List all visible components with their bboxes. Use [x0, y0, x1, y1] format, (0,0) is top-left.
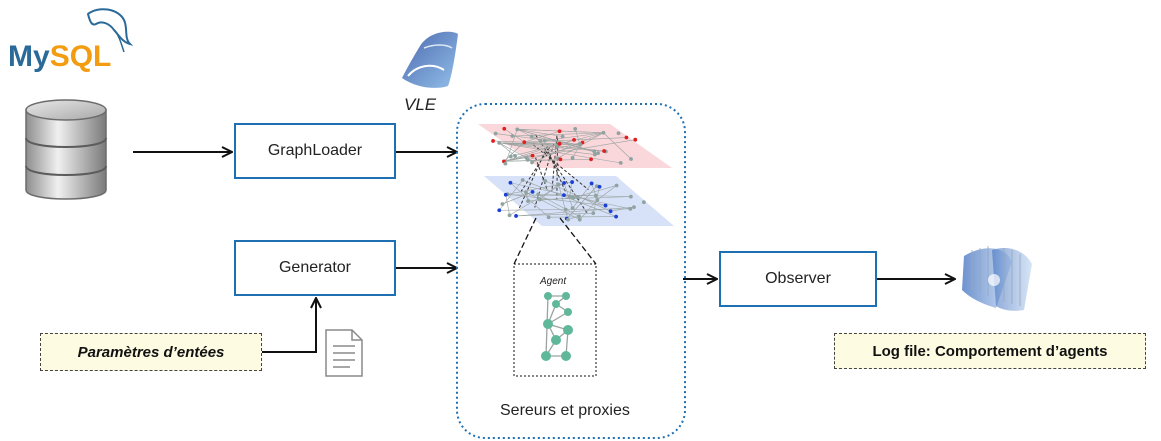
- cluster-label: Sereurs et proxies: [500, 402, 630, 419]
- log-file-icon: [962, 246, 1032, 311]
- params-note: Paramètres d’entées: [40, 333, 262, 371]
- observer-label: Observer: [765, 270, 831, 287]
- graphloader-label: GraphLoader: [267, 142, 363, 159]
- agent-graph: [541, 292, 573, 361]
- generator-label: Generator: [278, 259, 352, 276]
- vle-label: VLE: [404, 95, 437, 114]
- cluster-container: [456, 103, 686, 439]
- mysql-logo: MySQL: [8, 40, 111, 74]
- vle-logo-icon: [402, 31, 458, 88]
- log-note: Log file: Comportement d’agents: [834, 333, 1146, 369]
- arrow-params-to-generator: [262, 298, 316, 353]
- network-layer-bottom: [484, 176, 674, 226]
- mysql-dolphin-icon: [86, 8, 134, 53]
- network-graph: [491, 126, 646, 222]
- zoom-line-left: [513, 217, 537, 265]
- zoom-line-right: [559, 217, 597, 265]
- document-icon: [325, 329, 363, 377]
- observer-box: Observer: [719, 251, 877, 307]
- mysql-logo-sql: SQL: [49, 40, 112, 73]
- generator-box: Generator: [234, 240, 396, 296]
- graphloader-box: GraphLoader: [234, 123, 396, 179]
- agent-label: Agent: [540, 276, 567, 287]
- log-label: Log file: Comportement d’agents: [872, 342, 1108, 360]
- database-icon: [25, 99, 107, 200]
- params-label: Paramètres d’entées: [77, 343, 225, 361]
- mysql-logo-my: My: [8, 40, 50, 73]
